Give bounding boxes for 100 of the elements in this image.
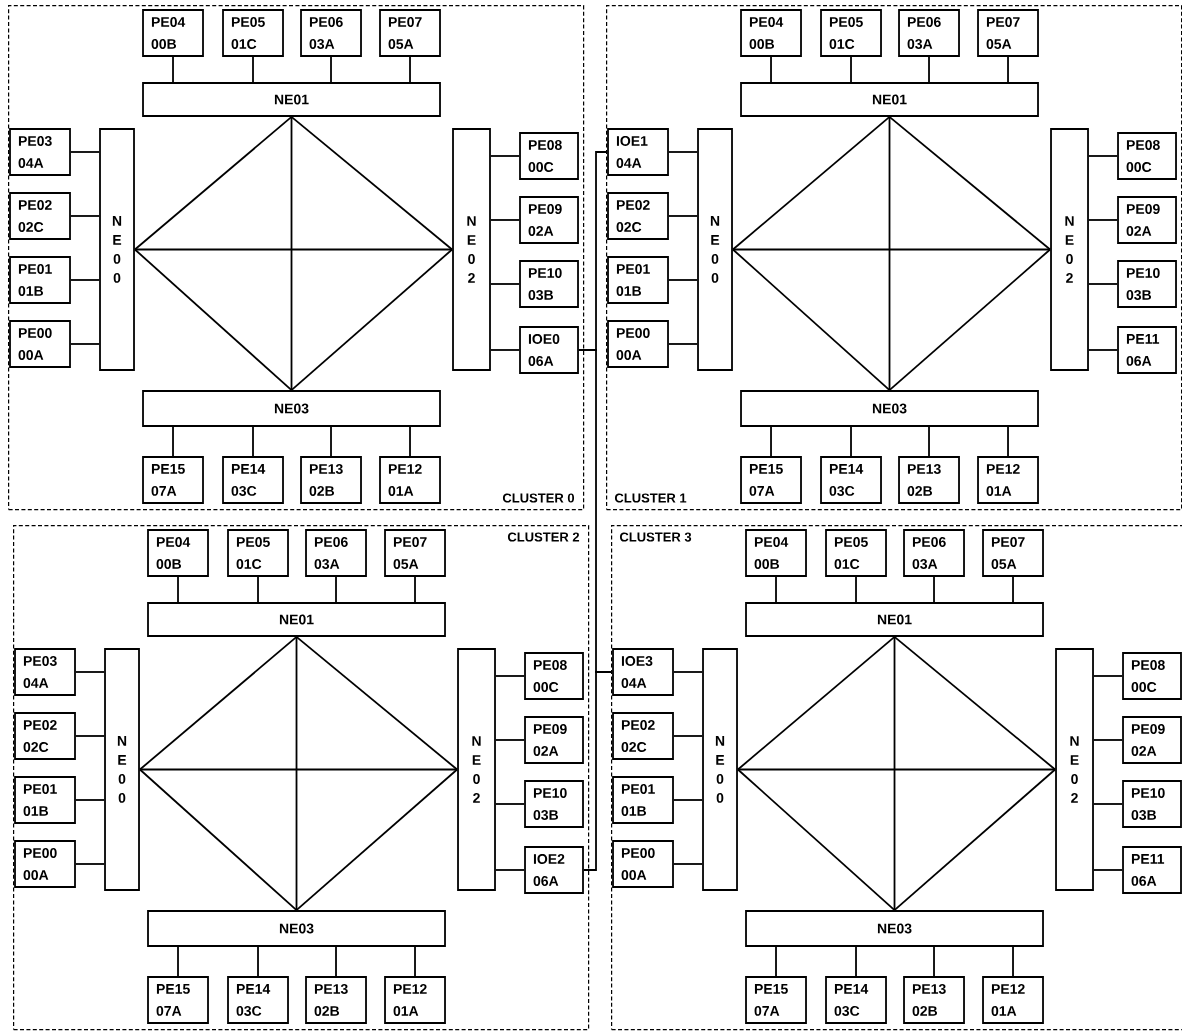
connector-line	[330, 56, 332, 83]
pe-box: PE10 03B	[1122, 780, 1182, 828]
ne-bar: NE01	[745, 602, 1044, 637]
pe-box: PE15 07A	[147, 976, 209, 1024]
connector-line	[1007, 56, 1009, 83]
connector-line	[295, 768, 458, 911]
connector-line	[409, 426, 411, 457]
connector-line	[673, 735, 703, 737]
pe-box: PE12 01A	[977, 456, 1039, 504]
pe-box: PE12 01A	[379, 456, 441, 504]
ne-bar: NE00	[697, 128, 733, 371]
pe-box: PE15 07A	[142, 456, 204, 504]
pe-box: PE08 00C	[524, 652, 584, 700]
connector-line	[732, 116, 891, 251]
connector-line	[252, 56, 254, 83]
connector-line	[490, 219, 520, 221]
connector-line	[1093, 803, 1123, 805]
pe-box: PE00 00A	[612, 840, 674, 888]
pe-box: PE06 03A	[305, 529, 367, 577]
pe-box: PE08 00C	[1117, 132, 1177, 180]
pe-box: PE05 01C	[227, 529, 289, 577]
connector-line	[75, 671, 105, 673]
connector-line	[330, 426, 332, 457]
connector-line	[1088, 349, 1118, 351]
connector-line	[495, 739, 525, 741]
connector-line	[1093, 675, 1123, 677]
connector-line	[1088, 283, 1118, 285]
connector-line	[737, 768, 1056, 771]
connector-line	[855, 946, 857, 977]
pe-box: PE02 02C	[607, 192, 669, 240]
connector-line	[732, 248, 891, 391]
pe-box: PE13 02B	[898, 456, 960, 504]
ne-bar: NE01	[142, 82, 441, 117]
connector-line	[177, 946, 179, 977]
pe-box: PE13 02B	[300, 456, 362, 504]
connector-line	[177, 576, 179, 603]
connector-line	[257, 946, 259, 977]
connector-line	[668, 279, 698, 281]
pe-box: PE06 03A	[903, 529, 965, 577]
connector-line	[257, 576, 259, 603]
connector-line	[295, 636, 458, 771]
connector-line	[770, 426, 772, 457]
connector-line	[1012, 946, 1014, 977]
connector-line	[1007, 426, 1009, 457]
pe-box: PE01 01B	[607, 256, 669, 304]
ne-bar: NE02	[452, 128, 491, 371]
connector-line	[888, 116, 1051, 251]
connector-line	[139, 768, 298, 911]
pe-box: PE04 00B	[147, 529, 209, 577]
pe-box: PE01 01B	[9, 256, 71, 304]
pe-box: PE02 02C	[14, 712, 76, 760]
pe-box: PE04 00B	[142, 9, 204, 57]
connector-line	[490, 349, 520, 351]
pe-box: PE01 01B	[14, 776, 76, 824]
pe-box: PE05 01C	[222, 9, 284, 57]
pe-box: PE07 05A	[379, 9, 441, 57]
connector-line	[673, 799, 703, 801]
connector-line	[855, 576, 857, 603]
pe-box: PE13 02B	[305, 976, 367, 1024]
pe-box: PE10 03B	[524, 780, 584, 828]
connector-line	[335, 946, 337, 977]
connector-line	[737, 636, 896, 771]
connector-line	[933, 576, 935, 603]
connector-line	[673, 671, 703, 673]
pe-box: PE14 03C	[820, 456, 882, 504]
connector-line	[850, 426, 852, 457]
connector-line	[295, 636, 298, 911]
ne-bar: NE02	[1050, 128, 1089, 371]
connector-line	[139, 636, 298, 771]
connector-line	[414, 576, 416, 603]
connector-line	[668, 215, 698, 217]
connector-line	[737, 768, 896, 911]
pe-box: PE03 04A	[9, 128, 71, 176]
connector-line	[1012, 576, 1014, 603]
connector-line	[134, 116, 293, 251]
connector-line	[1088, 219, 1118, 221]
pe-box: IOE2 06A	[524, 846, 584, 894]
pe-box: PE03 04A	[14, 648, 76, 696]
connector-line	[888, 248, 1051, 391]
pe-box: PE10 03B	[1117, 260, 1177, 308]
pe-box: PE00 00A	[607, 320, 669, 368]
connector-line	[888, 116, 891, 391]
connector-line	[1093, 869, 1123, 871]
connector-line	[775, 576, 777, 603]
pe-box: IOE1 04A	[607, 128, 669, 176]
connector-line	[172, 56, 174, 83]
bus-line	[583, 671, 613, 871]
pe-box: PE07 05A	[982, 529, 1044, 577]
pe-box: PE01 01B	[612, 776, 674, 824]
pe-box: PE15 07A	[745, 976, 807, 1024]
pe-box: PE11 06A	[1117, 326, 1177, 374]
connector-line	[928, 426, 930, 457]
connector-line	[172, 426, 174, 457]
connector-line	[850, 56, 852, 83]
connector-line	[770, 56, 772, 83]
pe-box: PE15 07A	[740, 456, 802, 504]
connector-line	[668, 343, 698, 345]
connector-line	[732, 248, 1051, 251]
connector-line	[495, 675, 525, 677]
pe-box: PE02 02C	[612, 712, 674, 760]
